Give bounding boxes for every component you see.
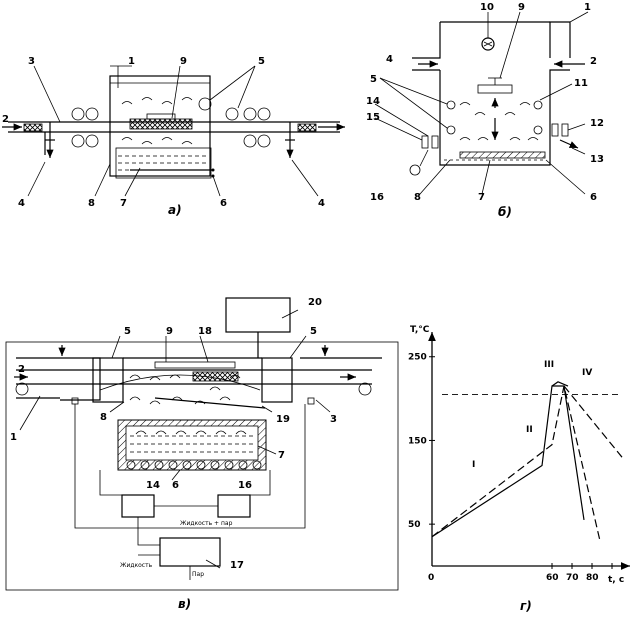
series-line-II [431, 385, 601, 542]
label-6: 6 [590, 192, 597, 203]
label-1: 1 [584, 2, 591, 13]
series-line-III [551, 381, 569, 387]
label-7: 7 [278, 450, 285, 461]
x-axis-label: t, c [608, 575, 624, 585]
label-8: 8 [414, 192, 421, 203]
label-9: 9 [180, 56, 187, 67]
label-14: 14 [146, 480, 160, 491]
label-6: 6 [220, 198, 227, 209]
y-tick-label: 150 [408, 436, 427, 446]
label-4-left: 4 [18, 198, 25, 209]
text-liquid: Жидкость [120, 562, 153, 569]
label-7: 7 [120, 198, 127, 209]
label-18: 18 [198, 326, 212, 337]
label-12: 12 [590, 118, 604, 129]
label-4-right: 4 [318, 198, 325, 209]
label-3: 3 [28, 56, 35, 67]
label-2: 2 [590, 56, 597, 67]
label-8: 8 [88, 198, 95, 209]
panel-c: Жидкость + пар Жидкость Пар 20 5 9 18 5 … [5, 297, 399, 611]
text-vapor: Пар [192, 571, 204, 578]
label-8: 8 [100, 412, 107, 423]
label-19: 19 [276, 414, 290, 425]
panel-b: 10 9 1 4 2 5 11 14 15 12 13 16 8 7 6 б) [366, 2, 604, 219]
label-16: 16 [370, 192, 384, 203]
caption-a: а) [168, 203, 182, 217]
label-15: 15 [366, 112, 380, 123]
curve-label-IV: IV [582, 368, 592, 378]
label-3: 3 [330, 414, 337, 425]
label-1: 1 [10, 432, 17, 443]
label-17: 17 [230, 560, 244, 571]
label-6: 6 [172, 480, 179, 491]
series-line-IV [563, 385, 623, 458]
curve-label-III: III [544, 360, 554, 370]
x-tick-label: 60 [546, 573, 559, 583]
label-13: 13 [590, 154, 604, 165]
y-tick-label: 50 [408, 520, 421, 530]
y-tick-label: 250 [408, 353, 427, 363]
x-tick-label: 0 [428, 573, 434, 583]
label-9: 9 [166, 326, 173, 337]
caption-g: г) [520, 599, 532, 613]
label-20: 20 [308, 297, 322, 308]
label-16: 16 [238, 480, 252, 491]
label-14: 14 [366, 96, 380, 107]
label-11: 11 [574, 78, 588, 89]
label-7: 7 [478, 192, 485, 203]
y-axis-label: T,°C [410, 325, 430, 335]
label-2: 2 [2, 114, 9, 125]
heater-coils [126, 460, 262, 470]
label-1: 1 [128, 56, 135, 67]
label-4: 4 [386, 54, 393, 65]
label-5: 5 [258, 56, 265, 67]
curve-label-II: II [526, 425, 533, 435]
label-5-right: 5 [310, 326, 317, 337]
label-5: 5 [370, 74, 377, 85]
x-tick-label: 70 [566, 573, 579, 583]
label-5-left: 5 [124, 326, 131, 337]
label-2: 2 [18, 364, 25, 375]
series-line-I [431, 385, 585, 538]
text-liquid-vapor: Жидкость + пар [180, 520, 233, 527]
label-10: 10 [480, 2, 494, 13]
curve-label-I: I [472, 460, 475, 470]
panel-a: 1 9 5 3 2 4 8 7 6 4 а) [2, 56, 345, 217]
caption-b: б) [498, 205, 512, 219]
label-9: 9 [518, 2, 525, 13]
caption-c: в) [178, 597, 191, 611]
x-tick-label: 80 [586, 573, 599, 583]
